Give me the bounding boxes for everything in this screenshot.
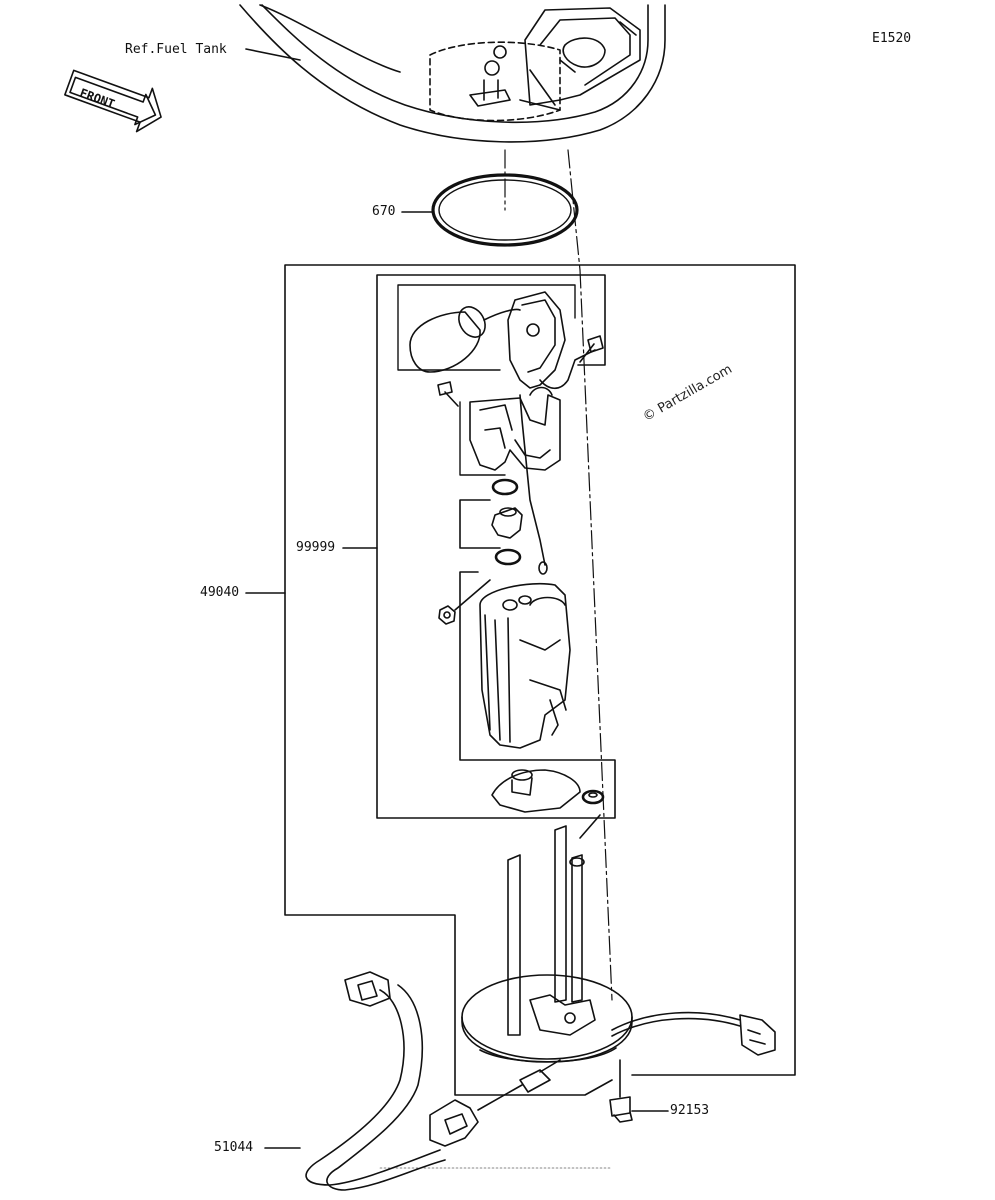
grommet [579, 789, 605, 839]
ref-fuel-tank-label: Ref.Fuel Tank [125, 42, 227, 57]
o-ring-670 [431, 173, 579, 247]
fuel-hose-51044 [305, 971, 561, 1191]
bracket-99999 [376, 274, 616, 819]
fuel-level-sender [507, 291, 596, 390]
bolt-92153 [609, 1059, 633, 1123]
pump-filter-cap [491, 769, 581, 813]
o-ring-small-upper [491, 478, 519, 496]
fuel-tank-drawing [239, 4, 666, 143]
bolt-upper-right [579, 335, 604, 363]
front-arrow-icon [64, 69, 162, 133]
fuel-pump-flange [461, 825, 633, 1063]
bracket-49040 [284, 264, 796, 1096]
o-ring-small-lower [494, 548, 522, 566]
part-label-99999: 99999 [296, 540, 336, 555]
pressure-regulator [491, 507, 523, 539]
nut-left [438, 579, 491, 625]
fuel-pump-upper [469, 386, 561, 575]
fuel-pump-body [479, 582, 571, 749]
fuel-level-float [409, 306, 521, 373]
part-label-51044: 51044 [214, 1140, 254, 1155]
part-label-670: 670 [372, 204, 396, 219]
diagram-code: E1520 [872, 31, 912, 46]
leader-ref-fuel-tank [245, 48, 301, 61]
bolt-upper-left [437, 381, 459, 407]
pump-wire-harness [611, 1011, 776, 1056]
part-label-49040: 49040 [200, 585, 240, 600]
part-label-92153: 92153 [670, 1103, 710, 1118]
